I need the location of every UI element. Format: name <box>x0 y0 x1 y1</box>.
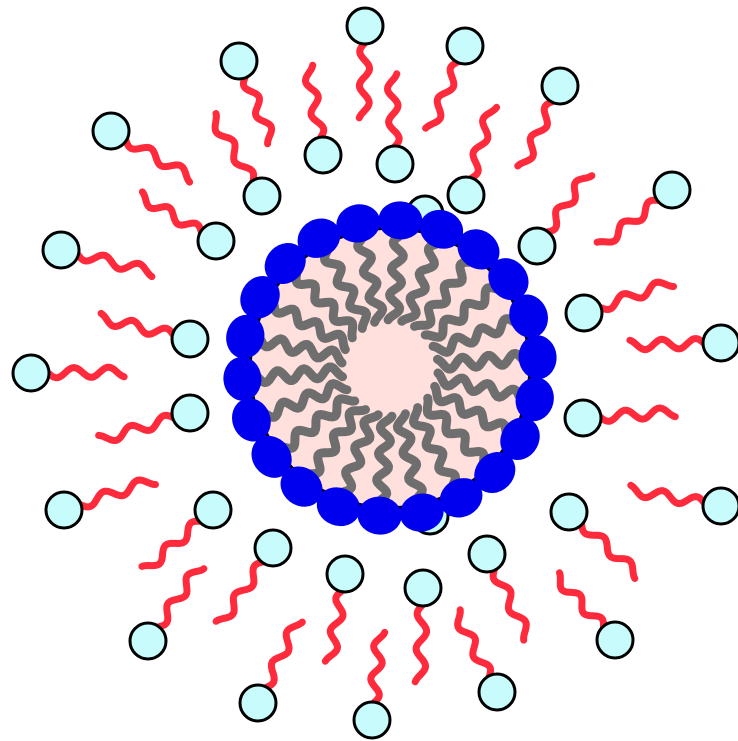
surfactant-head <box>448 177 484 213</box>
surfactant-head <box>703 325 738 361</box>
surfactant-head <box>542 68 578 104</box>
surfactant-head <box>565 400 601 436</box>
surfactant-head <box>551 494 587 530</box>
surfactant-head <box>172 395 208 431</box>
surfactant-head <box>221 43 257 79</box>
surfactant-head <box>519 228 555 264</box>
surfactant-head <box>13 355 49 391</box>
surfactant-head <box>240 685 276 721</box>
surfactant-head <box>195 492 231 528</box>
surfactant-head <box>447 28 483 64</box>
surfactant-head <box>405 570 441 606</box>
surfactant-head <box>654 172 690 208</box>
surfactant-head <box>244 178 280 214</box>
surfactant-head <box>198 223 234 259</box>
surfactant-head <box>597 622 633 658</box>
surfactant-head <box>255 530 291 566</box>
surfactant-head <box>172 321 208 357</box>
surfactant-head <box>130 623 166 659</box>
surfactant-head <box>354 702 390 738</box>
surfactant-head <box>703 488 738 524</box>
surfactant-head <box>347 8 383 44</box>
surfactant-head <box>566 295 602 331</box>
surfactant-head <box>377 146 413 182</box>
surfactant-head <box>43 232 79 268</box>
surfactant-head <box>327 556 363 592</box>
surfactant-head <box>469 536 505 572</box>
surfactant-head <box>479 674 515 710</box>
surfactant-head <box>46 492 82 528</box>
surfactant-head <box>305 137 341 173</box>
surfactant-head <box>93 113 129 149</box>
